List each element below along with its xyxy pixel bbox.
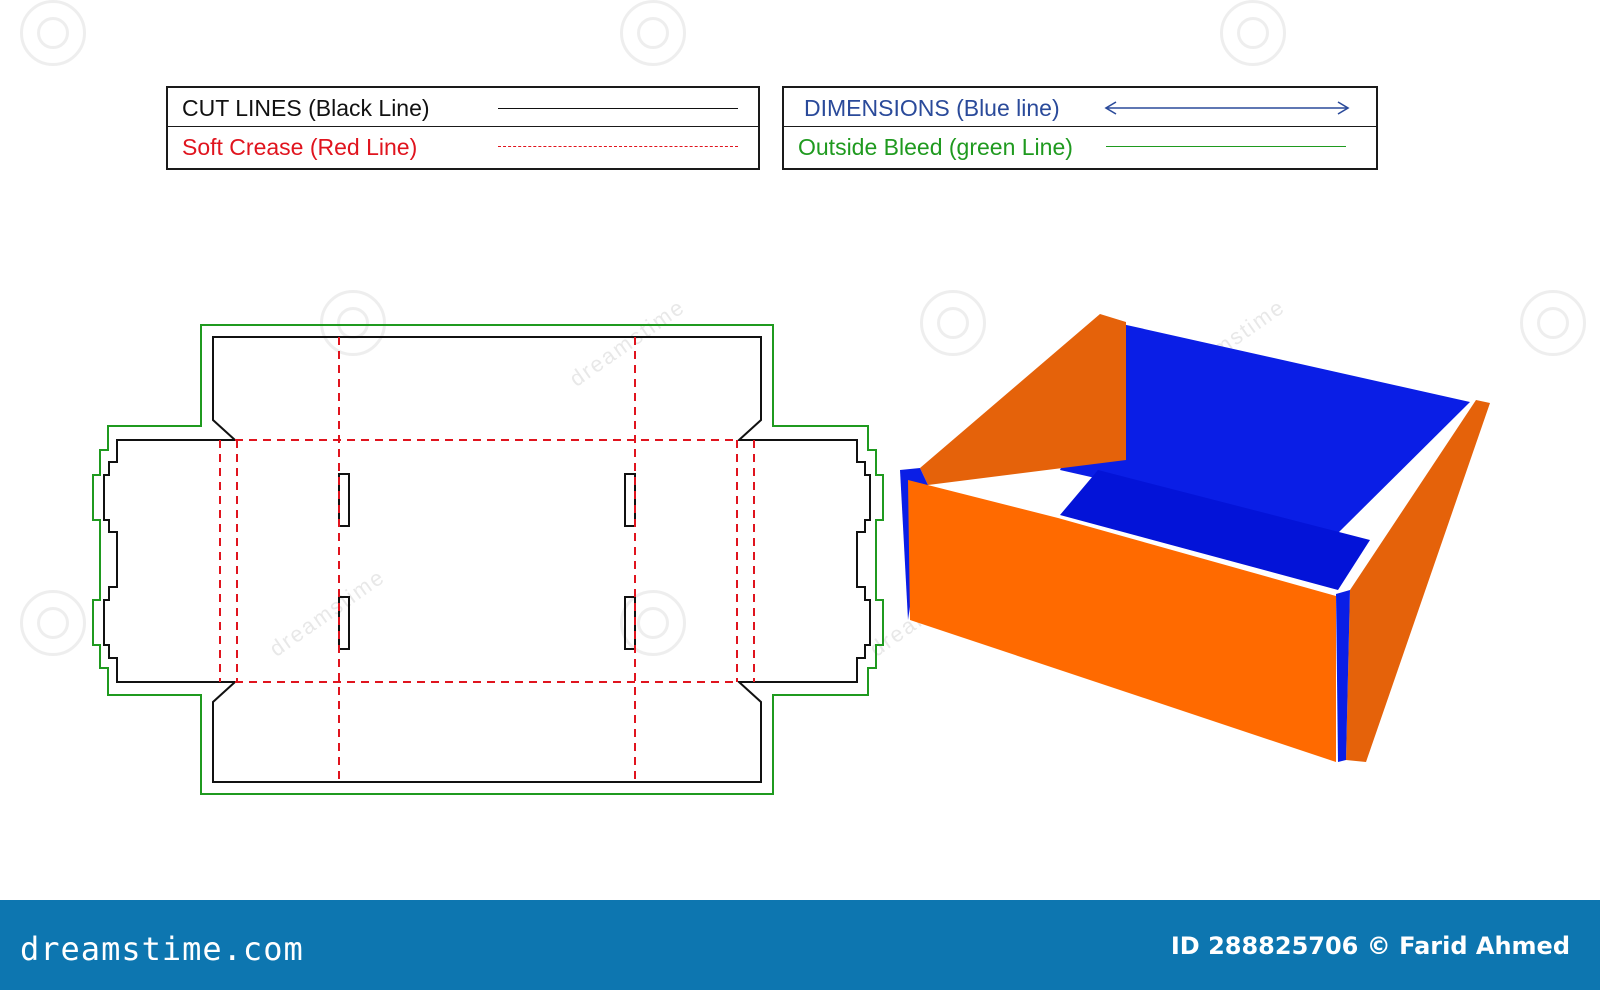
watermark-swirl-icon [20,0,86,66]
legend-label-outside-bleed: Outside Bleed (green Line) [798,134,1073,160]
legend-box-left: CUT LINES (Black Line) Soft Crease (Red … [166,86,760,170]
box-right-wall [1346,400,1490,762]
legend-row-outside-bleed: Outside Bleed (green Line) [784,126,1376,164]
legend-label-dimensions: DIMENSIONS (Blue line) [804,95,1060,121]
legend-row-soft-crease: Soft Crease (Red Line) [168,126,758,164]
legend-line-crease [498,146,738,147]
legend-label-cut-lines: CUT LINES (Black Line) [182,95,430,121]
box-right-edge [1336,590,1350,762]
bleed-outline [92,324,884,795]
legend-line-cut [498,108,738,109]
legend-row-dimensions: DIMENSIONS (Blue line) [784,88,1376,126]
legend-line-bleed [1106,146,1346,147]
box-front-wall [908,480,1336,762]
legend-arrow-dimensions [1104,101,1350,115]
box-left-wall [920,314,1126,485]
watermark-swirl-icon [620,0,686,66]
crease-lines [219,337,755,782]
legend-row-cut-lines: CUT LINES (Black Line) [168,88,758,126]
watermark-swirl-icon [920,290,986,356]
footer-bar: dreamstime.com ID 288825706 © Farid Ahme… [0,900,1600,990]
box-inner-back-wall [1060,324,1470,533]
slot-cut [624,596,636,650]
watermark-swirl-icon [620,590,686,656]
watermark-swirl-icon [20,590,86,656]
cut-outline [103,336,871,783]
slot-cut [338,473,350,527]
footer-image-credit: ID 288825706 © Farid Ahmed [1170,932,1570,960]
slot-cut [624,473,636,527]
box-3d-mockup [900,314,1490,762]
slot-cut [338,596,350,650]
watermark-swirl-icon [1220,0,1286,66]
box-inner-floor [1060,470,1370,590]
dieline-diagram [92,324,884,795]
watermark-swirl-icon [1520,290,1586,356]
footer-brand-logo[interactable]: dreamstime.com [20,930,304,968]
legend-label-soft-crease: Soft Crease (Red Line) [182,134,418,160]
legend-box-right: DIMENSIONS (Blue line) Outside Bleed (gr… [782,86,1378,170]
